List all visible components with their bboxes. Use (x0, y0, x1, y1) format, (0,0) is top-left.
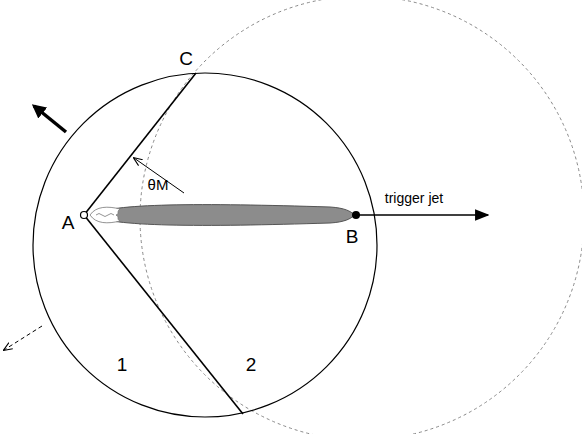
jet-origin-blob (90, 207, 120, 223)
trigger-jet-arrow (356, 214, 488, 216)
angle-label: θM (148, 177, 169, 192)
angle-arrow (134, 158, 184, 193)
region-number: 1 (117, 355, 128, 374)
point-label: A (62, 213, 75, 232)
point-label: B (346, 227, 359, 246)
solid-wavefront (33, 73, 377, 417)
jet-label: trigger jet (385, 191, 443, 205)
mach-cone-line (84, 215, 243, 414)
point-a (81, 212, 88, 219)
point-label: C (179, 49, 193, 68)
region-number: 2 (246, 355, 257, 374)
away-jet-body (92, 205, 355, 226)
dashed-direction-arrow (4, 326, 42, 350)
wavy-line (96, 214, 114, 217)
shock-direction-arrow (34, 106, 66, 132)
mach-cone-line (84, 73, 196, 215)
